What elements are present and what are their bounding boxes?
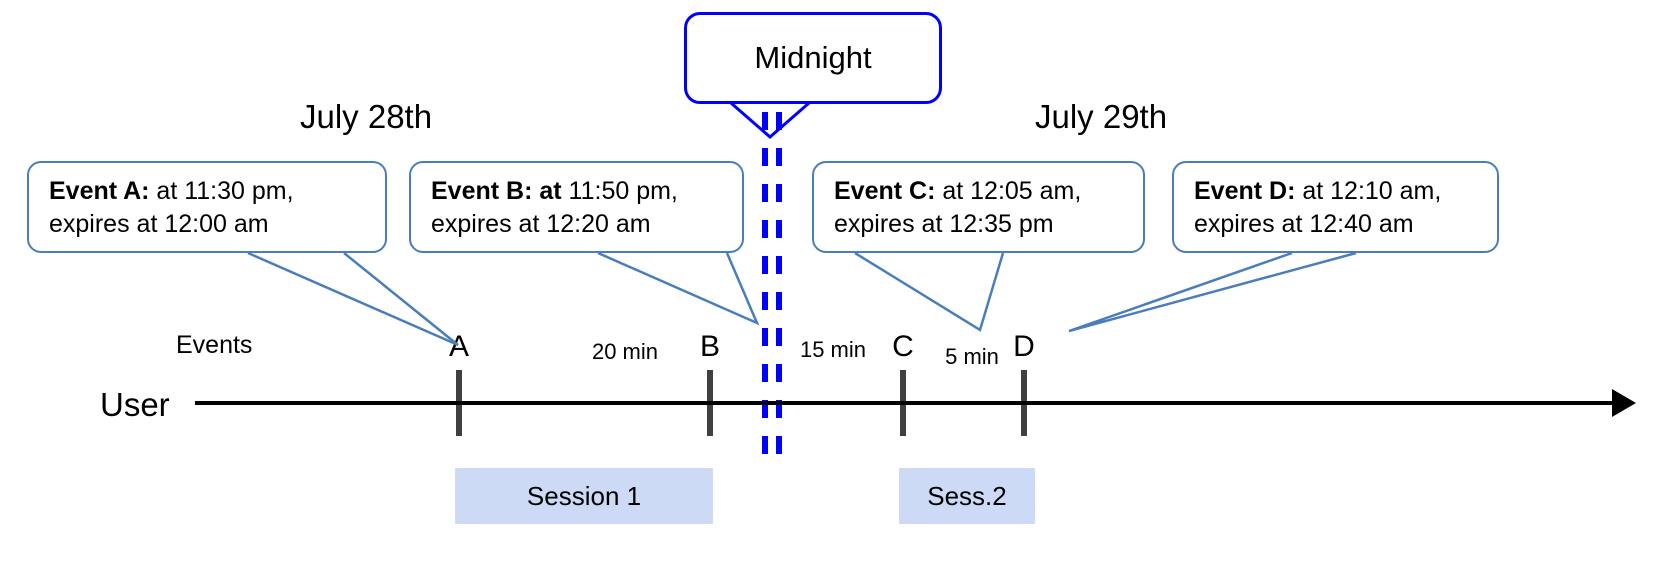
event-callout-c-prefix: Event C: xyxy=(834,177,936,205)
event-callout-b-prefix: Event B: at xyxy=(431,177,562,205)
axis-row-label-user: User xyxy=(100,386,170,423)
event-callout-c-line2: expires at 12:35 pm xyxy=(834,210,1054,238)
marker-label-b: B xyxy=(699,330,720,363)
tick-event-c xyxy=(900,370,906,436)
tick-event-b xyxy=(707,370,713,436)
session-box-2: Sess.2 xyxy=(899,468,1035,524)
session-box-1-label: Session 1 xyxy=(526,480,642,511)
marker-label-c: C xyxy=(892,330,914,363)
event-callout-c: Event C: at 12:05 am, expires at 12:35 p… xyxy=(812,161,1145,253)
session-box-1: Session 1 xyxy=(455,468,713,524)
day-label-july-28: July 28th xyxy=(300,98,433,135)
event-callout-b-line1-rest: 11:50 pm, xyxy=(561,177,678,205)
event-callout-c-tail xyxy=(854,251,1005,332)
event-callout-b-tail xyxy=(597,251,760,326)
event-callout-d-line1-rest: at 12:10 am, xyxy=(1295,177,1442,205)
axis-row-label-events: Events xyxy=(176,331,253,359)
event-callout-a-prefix: Event A: xyxy=(49,177,150,205)
event-callout-a-line2: expires at 12:00 am xyxy=(49,210,269,238)
event-callout-a-line1: Event A: at 11:30 pm, xyxy=(49,175,371,208)
event-callout-c-line1-rest: at 12:05 am, xyxy=(935,177,1082,205)
event-callout-a-tail xyxy=(247,251,459,347)
event-callout-b: Event B: at 11:50 pm, expires at 12:20 a… xyxy=(409,161,744,253)
event-callout-d-line2: expires at 12:40 am xyxy=(1194,210,1414,238)
gap-label-a-b: 20 min xyxy=(591,339,659,364)
gap-label-c-d: 5 min xyxy=(945,344,999,369)
tick-event-a xyxy=(456,370,462,436)
midnight-callout-label: Midnight xyxy=(754,40,872,75)
event-callout-d-prefix: Event D: xyxy=(1194,177,1296,205)
marker-label-a: A xyxy=(448,330,469,363)
event-callout-a: Event A: at 11:30 pm, expires at 12:00 a… xyxy=(27,161,387,253)
event-callout-d: Event D: at 12:10 am, expires at 12:40 a… xyxy=(1172,161,1499,253)
day-label-july-29: July 29th xyxy=(1035,98,1168,135)
event-callout-b-line1: Event B: at 11:50 pm, xyxy=(431,175,728,208)
marker-label-d: D xyxy=(1013,330,1035,363)
event-callout-c-line1: Event C: at 12:05 am, xyxy=(834,175,1129,208)
event-callout-d-line1: Event D: at 12:10 am, xyxy=(1194,175,1483,208)
midnight-callout-tail xyxy=(730,101,810,139)
event-callout-d-tail xyxy=(1068,251,1357,333)
timeline-arrowhead xyxy=(1612,389,1636,417)
tick-event-d xyxy=(1021,370,1027,436)
event-callout-b-line2: expires at 12:20 am xyxy=(431,210,651,238)
session-box-2-label: Sess.2 xyxy=(927,480,1007,511)
event-callout-a-line1-rest: at 11:30 pm, xyxy=(149,177,294,205)
gap-label-b-c: 15 min xyxy=(799,337,867,362)
midnight-callout: Midnight xyxy=(684,12,942,104)
